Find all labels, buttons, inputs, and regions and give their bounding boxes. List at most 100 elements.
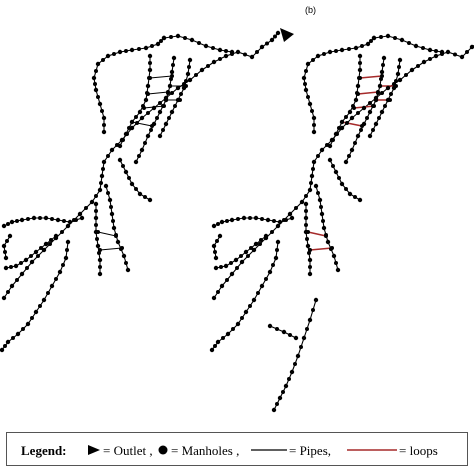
manhole-node <box>148 61 152 65</box>
manhole-node <box>421 59 427 65</box>
manhole-node <box>236 217 240 221</box>
manhole-node <box>93 87 99 93</box>
manhole-node <box>367 133 373 139</box>
manhole-node <box>169 109 175 115</box>
manhole-node <box>229 261 233 265</box>
manhole-node <box>388 98 392 102</box>
manhole-node <box>347 154 351 158</box>
manhole-node <box>225 278 229 282</box>
manhole-node <box>246 254 250 258</box>
network-canvas <box>0 28 474 413</box>
manhole-node <box>19 217 25 223</box>
manhole-node <box>169 35 173 39</box>
loop-line <box>357 91 379 95</box>
manhole-node <box>347 191 353 197</box>
manhole-node <box>98 248 102 252</box>
manhole-node <box>360 44 364 48</box>
manhole-node <box>229 217 235 223</box>
manhole-node <box>267 323 273 329</box>
loop-line <box>307 231 327 237</box>
loop-line <box>359 75 383 79</box>
loop-legend-icon <box>347 449 397 451</box>
manhole-node <box>243 249 249 255</box>
manhole-node <box>105 53 111 59</box>
manhole-node <box>99 173 105 179</box>
manhole-node <box>368 101 372 105</box>
manhole-node <box>124 49 128 53</box>
outlet-triangle-icon <box>280 28 294 42</box>
manhole-node <box>253 241 259 247</box>
manhole-node <box>9 283 15 289</box>
manhole-node <box>378 84 382 88</box>
manhole-node <box>275 223 281 229</box>
manhole-node <box>294 206 298 210</box>
manhole-node <box>46 291 50 295</box>
manhole-node <box>311 58 315 62</box>
manhole-node <box>163 121 169 127</box>
manhole-node <box>93 82 97 86</box>
manhole-node <box>433 53 439 59</box>
manhole-node <box>185 71 191 77</box>
manhole-node <box>360 124 364 128</box>
manhole-node <box>340 120 344 124</box>
manhole-node <box>381 63 385 67</box>
manhole-node <box>9 219 15 225</box>
manhole-node <box>49 283 55 289</box>
manhole-node <box>168 84 172 88</box>
manhole-node <box>211 59 217 65</box>
manhole-node <box>147 197 153 203</box>
manhole-node <box>137 191 143 197</box>
manhole-node <box>5 339 11 345</box>
manhole-node <box>287 211 293 217</box>
manhole-node <box>315 53 321 59</box>
pipe-line <box>1 241 69 351</box>
manhole-node <box>311 167 315 171</box>
manhole-node <box>213 250 217 254</box>
manhole-node <box>319 205 323 209</box>
manhole-node <box>15 278 19 282</box>
manhole-node <box>19 271 25 277</box>
manhole-node <box>361 105 367 111</box>
manhole-node <box>277 395 283 401</box>
manhole-node <box>357 53 363 59</box>
manhole-node <box>352 106 356 110</box>
manhole-node <box>413 43 419 49</box>
manhole-node <box>178 98 182 102</box>
manhole-node <box>322 52 326 56</box>
manhole-node <box>304 194 308 198</box>
right-network-panel <box>209 33 474 413</box>
manhole-node <box>306 230 310 234</box>
manhole-node <box>97 257 103 263</box>
manhole-node <box>305 327 309 331</box>
manhole-node <box>38 216 42 220</box>
manhole-node <box>358 76 362 80</box>
manhole-node <box>221 336 225 340</box>
manhole-node <box>307 271 313 277</box>
manhole-node <box>3 265 9 271</box>
manhole-node <box>171 63 175 67</box>
manhole-node <box>6 222 10 226</box>
outlet-legend-icon <box>88 445 100 455</box>
manhole-node <box>275 30 281 36</box>
manhole-node <box>121 138 125 142</box>
manhole-node <box>225 331 231 337</box>
manhole-node <box>459 54 465 60</box>
manhole-node <box>101 129 107 135</box>
manhole-node <box>295 353 301 359</box>
pipe-line <box>147 91 169 95</box>
manhole-node <box>225 219 229 223</box>
manhole-node <box>259 283 265 289</box>
manhole-node <box>89 199 95 205</box>
manhole-node <box>19 261 23 265</box>
manhole-node <box>155 41 161 47</box>
manhole-node <box>63 255 69 261</box>
pipe-group <box>1 32 279 351</box>
legend-manholes-label: = Manholes , <box>171 443 240 458</box>
manhole-node <box>319 147 325 153</box>
manhole-node <box>95 243 101 249</box>
manhole-node <box>175 33 181 39</box>
manhole-node <box>155 116 159 120</box>
manhole-node <box>129 125 135 131</box>
manhole-node <box>289 369 295 375</box>
manhole-node <box>175 85 181 91</box>
